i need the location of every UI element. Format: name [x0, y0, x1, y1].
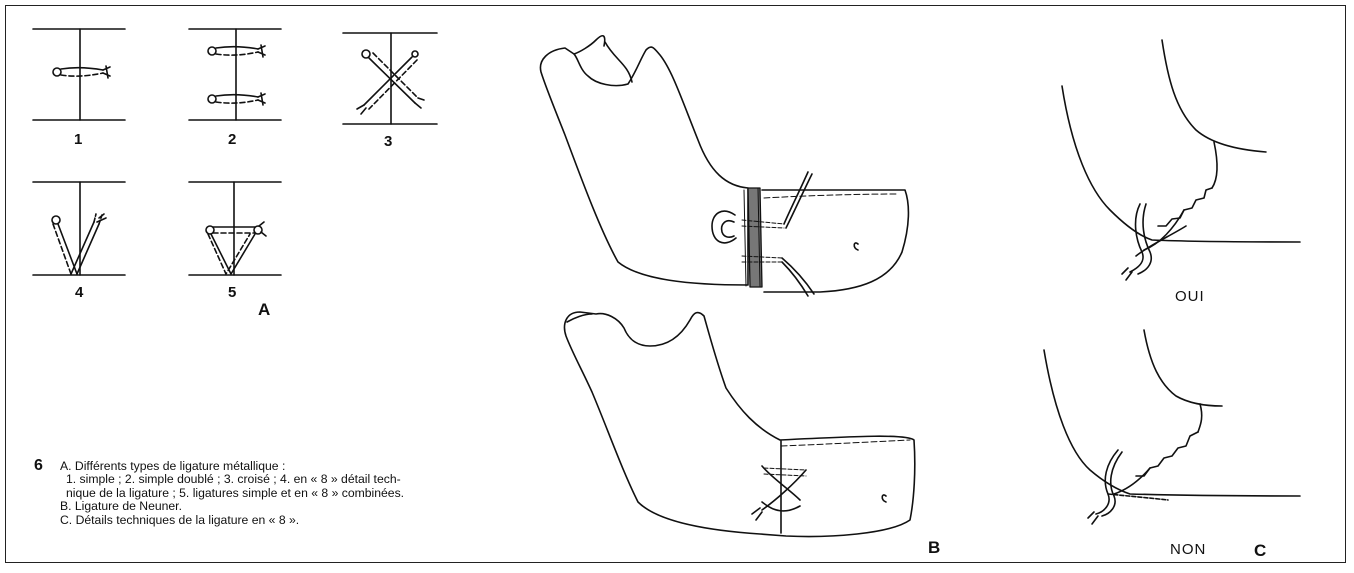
ligature-label-3: 3 — [384, 133, 392, 150]
ligature-label-5: 5 — [228, 284, 236, 301]
caption-line-c: C. Détails techniques de la ligature en … — [60, 514, 404, 527]
caption-line-a2: nique de la ligature ; 5. ligatures simp… — [60, 487, 404, 500]
caption-line-b: B. Ligature de Neuner. — [60, 500, 404, 513]
ligature-label-1: 1 — [74, 131, 82, 148]
label-non: NON — [1170, 541, 1206, 558]
ligature-diagram-3 — [343, 33, 437, 124]
ligature-label-4: 4 — [75, 284, 83, 301]
ligature-diagram-1 — [33, 29, 125, 120]
detail-oui-drawing — [1062, 40, 1300, 280]
panel-label-b: B — [928, 538, 940, 558]
ligature-diagram-5 — [189, 182, 281, 275]
detail-non-drawing — [1044, 330, 1300, 524]
mandible-fracture-drawing — [540, 36, 908, 296]
label-oui: OUI — [1175, 288, 1205, 305]
ligature-diagram-2 — [189, 29, 281, 120]
ligature-diagram-4 — [33, 182, 125, 275]
figure-number: 6 — [34, 459, 43, 472]
ligature-label-2: 2 — [228, 131, 236, 148]
panel-label-c: C — [1254, 541, 1266, 561]
mandible-neuner-drawing — [565, 312, 915, 536]
caption-line-a: A. Différents types de ligature métalliq… — [60, 460, 404, 473]
panel-label-a: A — [258, 300, 270, 320]
caption-line-a1: 1. simple ; 2. simple doublé ; 3. croisé… — [60, 473, 404, 486]
